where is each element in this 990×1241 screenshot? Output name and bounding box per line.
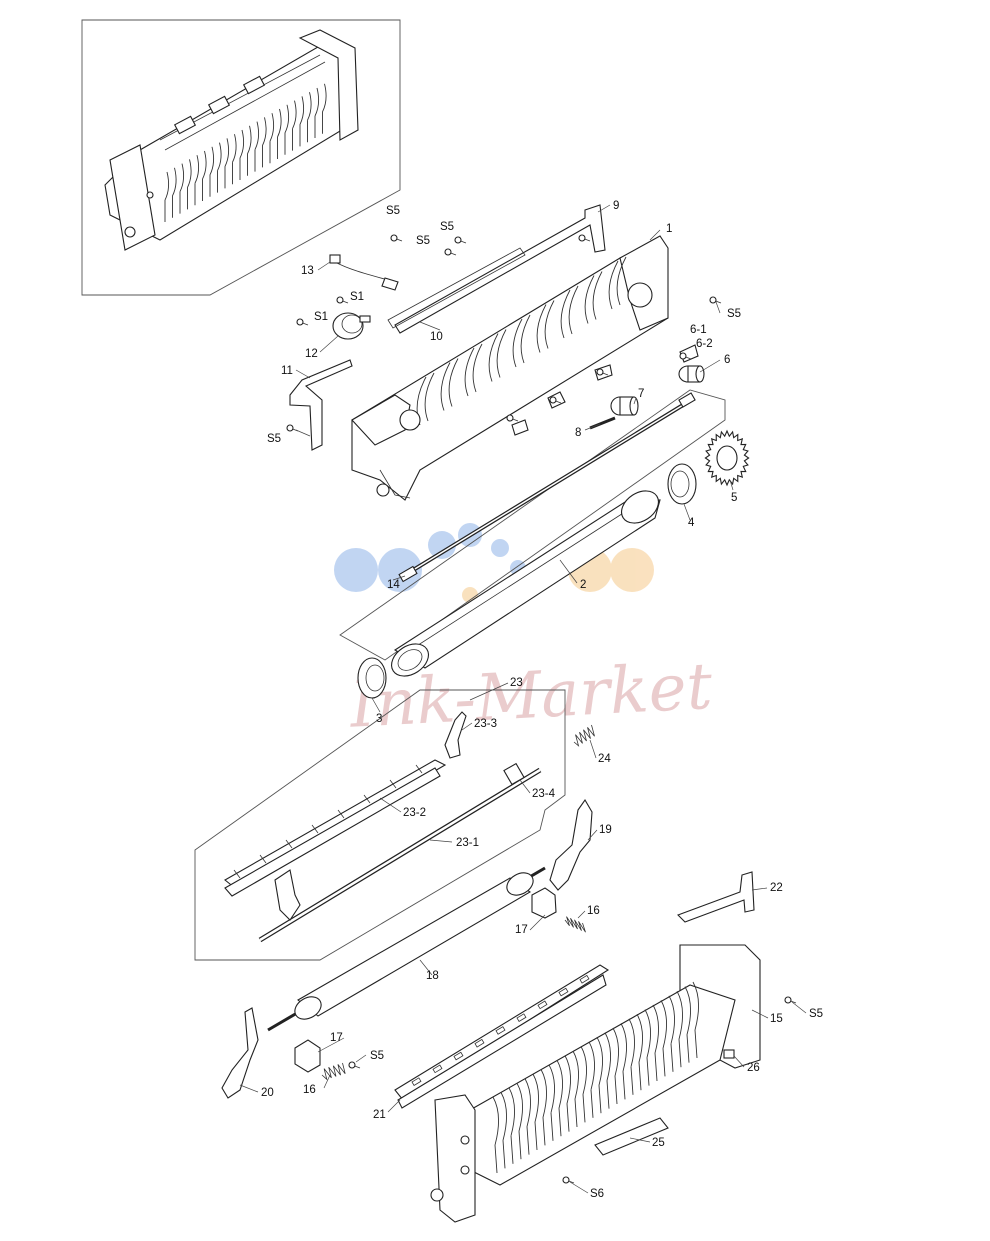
callout-19: 19 — [599, 824, 612, 836]
callout-labels: 1 2 3 4 5 6 6-1 6-2 7 8 9 10 11 12 13 14… — [261, 200, 823, 1200]
part-23-guide-assembly — [194, 689, 566, 961]
callout-7: 7 — [638, 388, 644, 400]
callout-6: 6 — [724, 354, 730, 366]
heat-roller-group — [339, 389, 750, 699]
callout-23-4: 23-4 — [532, 788, 556, 800]
callout-6-2: 6-2 — [696, 338, 713, 350]
part-1-upper-frame — [351, 235, 669, 501]
part-20-lever — [221, 1007, 259, 1099]
part-18-pressure-roller — [267, 866, 546, 1032]
callout-23-1: 23-1 — [456, 837, 479, 849]
callout-s5d: S5 — [727, 308, 741, 320]
screw-group — [286, 234, 797, 1184]
lower-frame-assembly — [394, 871, 761, 1223]
pressure-roller-group — [221, 798, 593, 1099]
callout-22: 22 — [770, 882, 783, 894]
callout-5: 5 — [731, 492, 737, 504]
callout-26: 26 — [747, 1062, 760, 1074]
callout-23: 23 — [510, 677, 523, 689]
callout-s5b: S5 — [440, 221, 454, 233]
part-23-3-lever — [444, 711, 467, 759]
callout-1: 1 — [666, 223, 672, 235]
assembled-fuser-illustration — [104, 29, 359, 251]
lower-frame-body — [430, 981, 736, 1223]
callout-17b: 17 — [330, 1032, 343, 1044]
leader-lines — [239, 204, 807, 1194]
assembled-unit-inset — [81, 19, 401, 296]
part-5-gear — [704, 429, 750, 487]
callout-21: 21 — [373, 1109, 386, 1121]
callout-6-1: 6-1 — [690, 324, 707, 336]
callout-23-2: 23-2 — [403, 807, 426, 819]
part-19-lever — [549, 798, 593, 891]
watermark: Ink-Market — [334, 523, 714, 743]
part-25-pad — [594, 1117, 669, 1156]
callout-17a: 17 — [515, 924, 528, 936]
callout-25: 25 — [652, 1137, 665, 1149]
callout-s5g: S5 — [809, 1008, 823, 1020]
callout-4: 4 — [688, 517, 695, 529]
callout-13: 13 — [301, 265, 314, 277]
callout-s5f: S5 — [370, 1050, 384, 1062]
part-16-spring-lower — [321, 1062, 346, 1081]
callout-s1a: S1 — [350, 291, 364, 303]
callout-14: 14 — [387, 579, 400, 591]
callout-s1b: S1 — [314, 311, 328, 323]
part-2-heat-roller — [391, 490, 661, 677]
part-26-clip — [723, 1049, 735, 1059]
callout-2: 2 — [580, 579, 586, 591]
part-16-spring-upper — [564, 916, 586, 933]
callout-s5a: S5 — [386, 205, 400, 217]
callout-23-3: 23-3 — [474, 718, 497, 730]
part-23-4-actuator — [503, 762, 525, 786]
part-6-bushing — [678, 365, 705, 383]
part-4-bushing — [667, 463, 697, 505]
callout-9: 9 — [613, 200, 619, 212]
part-3-bushing — [357, 657, 387, 699]
upper-frame-assembly — [289, 204, 705, 501]
callout-15: 15 — [770, 1013, 783, 1025]
part-14-halogen-lamp — [398, 392, 696, 583]
part-13-sensor — [329, 254, 399, 291]
callout-12: 12 — [305, 348, 318, 360]
part-7-roller — [610, 396, 639, 416]
part-11-bracket — [289, 359, 353, 451]
part-10-bracket — [387, 247, 526, 329]
part-23-2-guide — [224, 759, 447, 897]
callout-10: 10 — [430, 331, 443, 343]
part-17-bearing-lower — [294, 1039, 321, 1073]
callout-16a: 16 — [587, 905, 600, 917]
part-17-bearing-upper — [531, 887, 557, 919]
part-24-spring — [573, 724, 595, 747]
part-22-bracket — [677, 871, 755, 923]
callout-24: 24 — [598, 753, 611, 765]
callout-18: 18 — [426, 970, 439, 982]
callout-16b: 16 — [303, 1084, 316, 1096]
callout-3: 3 — [376, 713, 382, 725]
callout-s6: S6 — [590, 1188, 604, 1200]
callout-11: 11 — [281, 365, 293, 377]
part-12-thermostat — [332, 312, 371, 340]
callout-8: 8 — [575, 427, 581, 439]
callout-s5c: S5 — [416, 235, 430, 247]
callout-s5e: S5 — [267, 433, 281, 445]
callout-20: 20 — [261, 1087, 274, 1099]
part-21-guide — [394, 964, 610, 1109]
